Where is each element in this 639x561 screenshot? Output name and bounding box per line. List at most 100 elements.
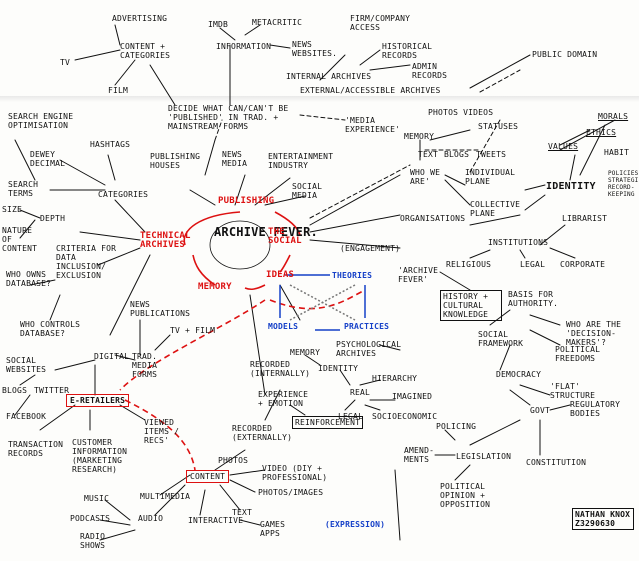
link-tech-criteria (97, 247, 141, 266)
link-social-blogs (19, 374, 36, 386)
node-regulatory: REGULATORY BODIES (570, 400, 621, 418)
link-inst-corporate (549, 247, 576, 259)
link-info-imdb (219, 27, 236, 41)
node-music: MUSIC (84, 494, 110, 503)
hub-social: THE SOCIAL (268, 227, 302, 246)
link-social-facebook (14, 394, 31, 416)
link-social-democracy (499, 344, 511, 371)
link-recorded-content (214, 449, 246, 471)
link-interactive-games (239, 519, 261, 526)
node-tweets: TWEETS (476, 150, 507, 159)
node-search-terms: SEARCH TERMS (8, 180, 39, 198)
link-decide-content (149, 64, 176, 106)
node-photos-videos: PHOTOS VIDEOS (428, 108, 494, 117)
link-info-meta (244, 24, 261, 36)
node-constitution: CONSTITUTION (526, 458, 587, 467)
node-history: HISTORY + CULTURAL KNOWLEDGE (440, 290, 502, 321)
link-democracy-flat (519, 384, 551, 396)
link-psych-hier (379, 344, 401, 351)
link-tech-categories (114, 199, 146, 233)
link-trad-tvfilm (154, 334, 171, 351)
link-content-text (219, 484, 241, 511)
node-flat: 'FLAT' STRUCTURE (550, 382, 596, 400)
link-inst-religious (469, 249, 491, 259)
blue-practices: PRACTICES (344, 322, 390, 331)
link-ind-photos (469, 119, 501, 173)
link-decide-media (299, 114, 346, 121)
node-statuses: STATUSES (478, 122, 519, 131)
red-dash-practices (269, 289, 366, 310)
link-identity-real (339, 369, 351, 386)
link-content-tv (74, 49, 121, 61)
link-internal-firm (319, 54, 346, 81)
node-audio: AUDIO (138, 514, 164, 523)
node-customer-info: CUSTOMER INFORMATION (MARKETING RESEARCH… (72, 438, 128, 474)
node-social-media: SOCIAL MEDIA (292, 182, 323, 200)
node-legislation: LEGISLATION (456, 452, 512, 461)
node-advertising: ADVERTISING (112, 14, 168, 23)
hub-publishing: PUBLISHING (218, 196, 275, 206)
node-size: SIZE (2, 205, 23, 214)
signature-box: NATHAN KNOX Z3290630 (572, 508, 634, 530)
link-audio-radio (99, 529, 136, 541)
link-content-interactive (199, 489, 206, 516)
node-who-owns: WHO OWNS DATABASE? (6, 270, 52, 288)
node-blogs-right: BLOGS (444, 150, 470, 159)
center-ring (209, 220, 271, 270)
link-external-public2 (479, 69, 521, 93)
node-collective-plane: COLLECTIVE PLANE (470, 200, 521, 218)
central-title: ARCHIVE FEVER. (214, 225, 318, 239)
node-depth: DEPTH (40, 214, 66, 223)
link-content-audio (154, 484, 186, 516)
node-memory-bottom: MEMORY (290, 348, 321, 357)
link-ideas-models (279, 284, 301, 321)
hub-technical: TECHNICAL ARCHIVES (140, 231, 191, 250)
blue-models: MODELS (268, 322, 299, 331)
link-memory-statuses (429, 129, 471, 141)
bracket-right (394, 469, 401, 541)
link-inst-legal (519, 249, 526, 259)
link-real-socio (364, 404, 381, 411)
link-exp-recorded (264, 389, 281, 421)
node-experience-emotion: EXPERIENCE + EMOTION (258, 390, 309, 408)
node-viewed-items: VIEWED ITEMS / RECS' (144, 418, 180, 445)
node-video: VIDEO (DIY + PROFESSIONAL) (262, 464, 328, 482)
node-trad-media: TRAD. MEDIA FORMS (132, 352, 158, 379)
node-firm-company: FIRM/COMPANY ACCESS (350, 14, 411, 32)
link-social-political (529, 329, 561, 346)
link-internal-hist (359, 49, 381, 66)
node-imagined: IMAGINED (392, 392, 433, 401)
node-imdb: IMDB (208, 20, 229, 29)
link-basis-history (489, 309, 511, 326)
node-recorded-externally: RECORDED (EXTERNALLY) (232, 424, 293, 442)
red-arc-pub-tech (183, 211, 241, 246)
link-hier-real (359, 379, 381, 386)
signature-id: Z3290630 (575, 519, 616, 528)
node-blogs-left: BLOGS (2, 386, 28, 395)
link-collective-identity (524, 194, 546, 211)
node-identity: IDENTITY (546, 181, 596, 192)
link-identity-values (569, 154, 576, 181)
red-arc-ideas-memory (244, 284, 266, 291)
hub-ideas: IDEAS (266, 270, 295, 280)
link-content-adv (114, 24, 121, 46)
node-who-controls: WHO CONTROLS DATABASE? (20, 320, 81, 338)
link-values-ethics (559, 129, 591, 146)
node-dewey: DEWEY DECIMAL (30, 150, 66, 168)
node-admin-records: ADMIN RECORDS (412, 62, 448, 80)
node-political-freedoms: POLITICAL FREEDOMS (555, 345, 601, 363)
node-podcasts: PODCASTS (70, 514, 111, 523)
node-hashtags: HASHTAGS (90, 140, 131, 149)
node-interactive: INTERACTIVE (188, 516, 244, 525)
node-content: CONTENT (186, 470, 230, 483)
link-basis-who (529, 314, 561, 326)
node-content-categories: CONTENT + CATEGORIES (120, 42, 171, 60)
link-content-photos (229, 479, 256, 493)
node-social-framework: SOCIAL FRAMEWORK (478, 330, 524, 348)
link-content-multimedia (159, 474, 191, 496)
node-tv: TV (60, 58, 71, 67)
node-govt: GOVT (530, 406, 551, 415)
link-criteria-owns (29, 279, 56, 286)
link-audio-podcasts (99, 519, 131, 526)
link-org-collective (469, 214, 521, 226)
